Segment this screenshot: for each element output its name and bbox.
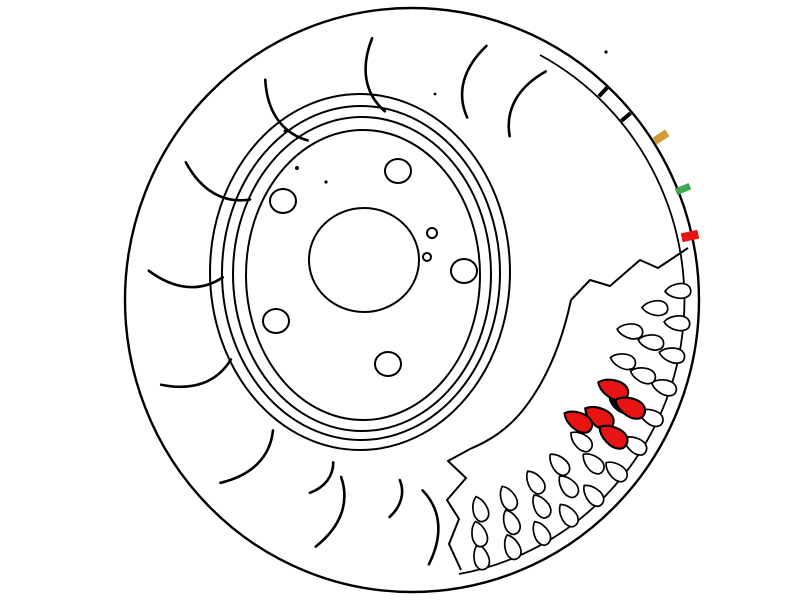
- face-slot: [184, 161, 252, 202]
- set-screw-hole: [426, 227, 438, 239]
- face-slot: [421, 489, 440, 566]
- center-bore: [308, 207, 420, 313]
- face-slot: [219, 429, 275, 485]
- bolt-hole: [450, 258, 478, 284]
- vane: [520, 466, 550, 498]
- set-screw-hole: [422, 252, 432, 262]
- rotor-rim-inner-line: [458, 54, 686, 575]
- face-slot: [159, 358, 233, 389]
- vane: [607, 349, 639, 373]
- vane: [553, 499, 583, 531]
- face-slot-short: [308, 461, 335, 495]
- vane: [468, 493, 492, 525]
- rim-edge-ticks: [597, 86, 700, 243]
- vane: [615, 321, 645, 341]
- speck: [283, 129, 287, 133]
- cutaway-tear-bottom: [446, 448, 471, 571]
- bolt-hole: [384, 158, 412, 184]
- hub-ring: [232, 116, 492, 432]
- vent-vanes: [467, 282, 692, 573]
- vane: [498, 506, 524, 538]
- vane: [663, 282, 692, 300]
- face-slot: [263, 78, 309, 142]
- vane: [499, 531, 525, 563]
- vane: [543, 448, 574, 480]
- hub-ring: [221, 105, 501, 441]
- rim-marker-orange: [652, 129, 670, 145]
- bolt-hole: [269, 188, 297, 214]
- face-slot-short: [388, 478, 404, 519]
- vane: [494, 482, 522, 514]
- vane: [467, 518, 491, 550]
- face-slot: [364, 36, 387, 113]
- speck: [433, 92, 437, 96]
- face-slots: [147, 36, 548, 566]
- vane: [577, 479, 608, 511]
- cutaway-inner-boundary: [469, 299, 572, 450]
- speck: [295, 166, 299, 170]
- face-slot: [314, 475, 346, 548]
- rim-marker-red: [680, 229, 700, 243]
- ink-specks: [283, 50, 608, 184]
- cutaway-tear-top: [570, 247, 689, 301]
- bolt-hole: [374, 351, 402, 377]
- face-slot: [460, 44, 488, 119]
- vane: [553, 470, 583, 502]
- rim-tick-black: [597, 86, 609, 98]
- bolt-hole: [262, 308, 290, 334]
- vane: [662, 313, 692, 333]
- vane: [527, 490, 555, 522]
- hub-ring-face: [245, 129, 481, 421]
- speck: [324, 180, 328, 184]
- cutaway-edge: [446, 247, 689, 571]
- vane: [600, 456, 632, 486]
- hub: [209, 93, 511, 451]
- vane: [640, 299, 669, 317]
- hub-ring-outer: [209, 93, 511, 451]
- rim-marker-green: [674, 182, 692, 196]
- vane: [527, 517, 555, 549]
- rim-tick-black: [620, 111, 632, 123]
- rotor-outer-edge: [123, 6, 701, 594]
- speck: [604, 50, 608, 54]
- face-slot: [507, 70, 548, 138]
- face-slot: [147, 269, 224, 289]
- vane: [577, 447, 609, 478]
